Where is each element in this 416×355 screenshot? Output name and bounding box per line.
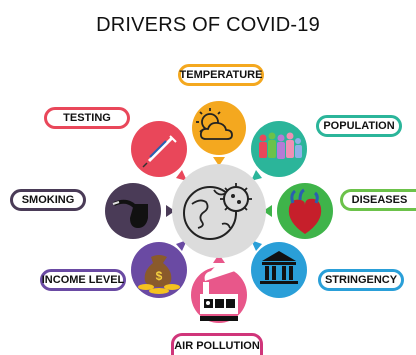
label-temperature: TEMPERATURE bbox=[178, 64, 264, 86]
syringe-icon bbox=[131, 121, 187, 177]
arrow-stringency bbox=[251, 240, 262, 251]
arrow-smoking bbox=[166, 205, 175, 217]
virus-globe-icon bbox=[172, 164, 266, 258]
arrow-diseases bbox=[263, 205, 272, 217]
label-income-level: INCOME LEVEL bbox=[40, 269, 126, 291]
arrow-population bbox=[251, 170, 262, 181]
label-air-pollution: AIR POLLUTION bbox=[171, 333, 263, 355]
arrows bbox=[166, 157, 272, 263]
label-population: POPULATION bbox=[316, 115, 402, 137]
arrow-income-level bbox=[176, 240, 187, 251]
sun-cloud-icon bbox=[192, 101, 246, 155]
label-stringency: STRINGENCY bbox=[318, 269, 404, 291]
arrow-air-pollution bbox=[213, 254, 225, 263]
arrow-temperature bbox=[213, 157, 225, 166]
money-bag-icon: $ bbox=[131, 242, 187, 298]
government-building-icon bbox=[251, 242, 307, 298]
label-diseases: DISEASES bbox=[340, 189, 416, 211]
arrow-testing bbox=[176, 170, 187, 181]
diagram-title: DRIVERS OF COVID-19 bbox=[96, 14, 320, 36]
people-icon bbox=[251, 121, 307, 177]
label-testing: TESTING bbox=[44, 107, 130, 129]
heart-icon bbox=[277, 183, 333, 239]
pipe-icon bbox=[105, 183, 161, 239]
label-smoking: SMOKING bbox=[10, 189, 86, 211]
svg-text:$: $ bbox=[156, 269, 163, 283]
factory-icon bbox=[191, 265, 247, 323]
